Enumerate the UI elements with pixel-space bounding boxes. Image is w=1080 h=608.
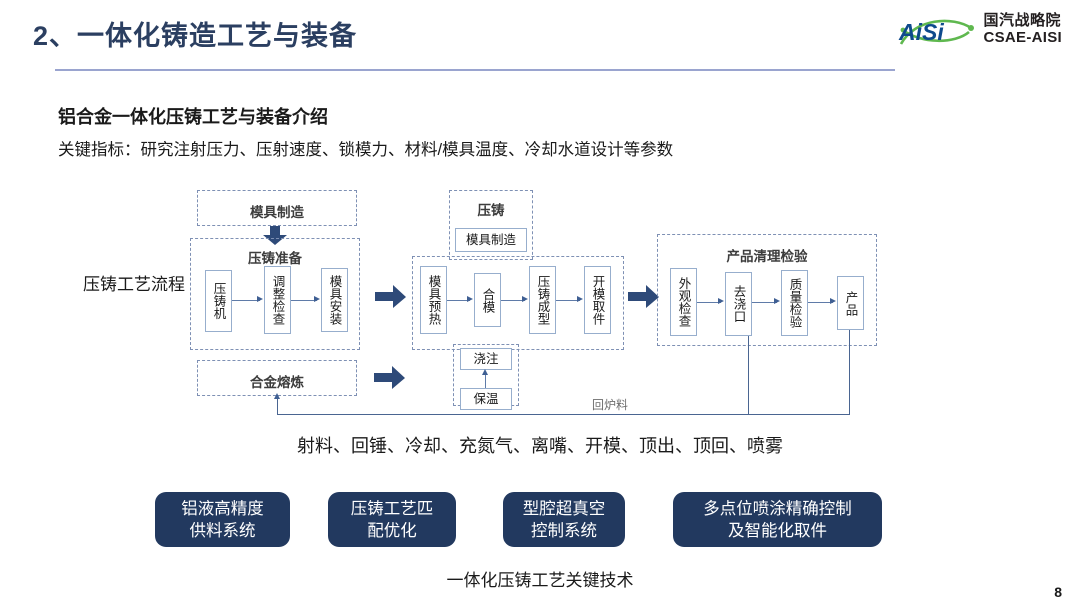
page-number: 8 [1054,584,1062,600]
recycle-drop-from-qujiaokou [748,336,750,415]
group-title-product-inspection: 产品清理检验 [726,249,808,264]
section-title: 铝合金一体化压铸工艺与装备介绍 [58,107,328,127]
arrowhead-main-2 [522,296,528,303]
fat-arrow-melting-to-pouring [374,366,406,390]
step-box-kaimoqujian[interactable]: 开模取件 [584,266,611,334]
connector-insp-3 [808,302,833,304]
step-box-yazhuji[interactable]: 压铸机 [205,270,232,332]
connector-insp-1 [697,302,721,304]
arrowhead-prep-1 [257,296,263,303]
step-box-qujiaokou[interactable]: 去浇口 [725,272,752,336]
step-box-tiaozhengjiancha[interactable]: 调整检查 [264,266,291,334]
step-box-zhiliangjianyan[interactable]: 质量检验 [781,270,808,336]
step-box-waiguanjiancha[interactable]: 外观检查 [670,268,697,336]
recycle-label: 回炉料 [592,398,629,412]
group-title-diecast-prep: 压铸准备 [248,251,302,266]
arrowhead-pouring [482,369,489,375]
connector-prep-2 [291,300,317,302]
step-box-yazhuchengxing[interactable]: 压铸成型 [529,266,556,334]
svg-text:AiSi: AiSi [898,19,944,45]
recycle-horizontal-line [277,414,850,416]
group-diecast: 压铸 [449,190,533,260]
connector-prep-1 [232,300,260,302]
logo-cn-name: 国汽战略院 [983,12,1061,30]
step-box-hemo[interactable]: 合模 [474,273,501,327]
group-product-inspection: 产品清理检验 [657,234,877,346]
step-box-jiaozhu[interactable]: 浇注 [460,348,512,370]
connector-insp-2 [752,302,777,304]
group-diecast-prep: 压铸准备 [190,238,360,350]
arrowhead-insp-1 [718,298,724,305]
step-box-mojuanzhuang[interactable]: 模具安装 [321,268,348,332]
step-box-mojuzhizao-inner[interactable]: 模具制造 [455,228,527,252]
arrowhead-main-3 [577,296,583,303]
logo-en-name: CSAE-AISI [983,29,1062,46]
diagram-side-label: 压铸工艺流程 [83,275,185,294]
arrowhead-main-1 [467,296,473,303]
group-title-alloy-melting: 合金熔炼 [250,375,304,390]
connector-pouring [485,372,487,388]
group-title-diecast: 压铸 [477,203,505,218]
arrowhead-insp-3 [830,298,836,305]
process-parameters-line: 射料、回锤、冷却、充氮气、离嘴、开模、顶出、顶回、喷雾 [297,436,783,456]
arrowhead-insp-2 [774,298,780,305]
key-tech-caption: 一体化压铸工艺关键技术 [446,571,634,590]
page-title: 2、一体化铸造工艺与装备 [33,21,358,51]
recycle-riser-to-melting [277,398,279,415]
aisi-logo-icon: AiSi [897,10,975,50]
key-tech-pill-3[interactable]: 型腔超真空 控制系统 [503,492,625,547]
arrowhead-recycle-to-melting [274,393,281,399]
group-title-mold-manufacture: 模具制造 [250,205,304,220]
connector-main-2 [501,300,525,302]
title-divider [55,69,895,71]
fat-arrow-prep-to-diecast [375,285,407,309]
key-tech-pill-2[interactable]: 压铸工艺匹 配优化 [328,492,456,547]
logo-wordmark: 国汽战略院 CSAE-AISI [983,12,1062,47]
key-tech-pill-1[interactable]: 铝液高精度 供料系统 [155,492,290,547]
group-mold-manufacture: 模具制造 [197,190,357,226]
fat-arrow-down-prep [262,226,288,246]
recycle-drop-from-chanpin [849,330,851,415]
brand-logo: AiSi 国汽战略院 CSAE-AISI [897,10,1062,50]
step-box-mojuyure[interactable]: 模具预热 [420,266,447,334]
key-tech-pill-4[interactable]: 多点位喷涂精确控制 及智能化取件 [673,492,882,547]
step-box-chanpin[interactable]: 产品 [837,276,864,330]
connector-main-3 [556,300,580,302]
fat-arrow-diecast-to-inspection [628,285,660,309]
key-metrics-line: 关键指标：研究注射压力、压射速度、锁模力、材料/模具温度、冷却水道设计等参数 [58,141,674,159]
arrowhead-prep-2 [314,296,320,303]
step-box-baowen[interactable]: 保温 [460,388,512,410]
connector-main-1 [447,300,470,302]
group-alloy-melting: 合金熔炼 [197,360,357,396]
